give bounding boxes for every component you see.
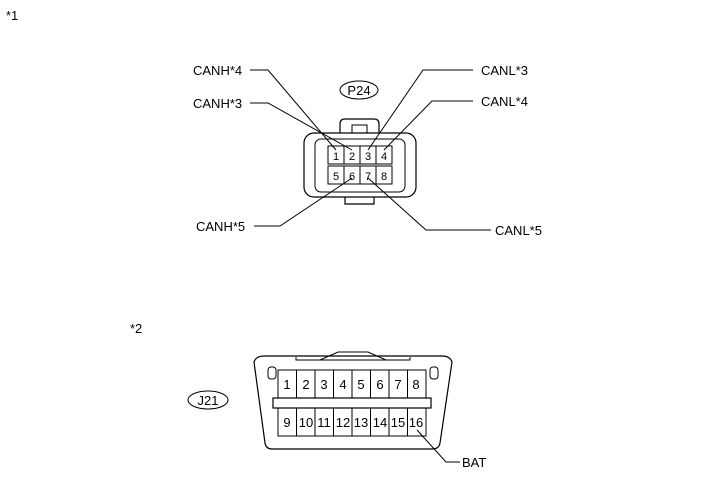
pin-number: 8 xyxy=(381,171,387,183)
connector-id-bubble-p24 xyxy=(339,80,379,100)
pin-cell xyxy=(375,145,393,165)
pin-number: 10 xyxy=(299,415,313,430)
pin-number: 5 xyxy=(333,171,339,183)
pin-number: 16 xyxy=(409,415,423,430)
key-ridge-j21 xyxy=(295,357,411,361)
label-bat: BAT xyxy=(462,455,486,470)
mount-hole-left xyxy=(267,366,277,380)
pin-number: 1 xyxy=(333,151,339,163)
pin-number: 3 xyxy=(320,377,327,392)
pin-number: 12 xyxy=(336,415,350,430)
label-canl4: CANL*4 xyxy=(481,94,528,109)
leader-line-canl5 xyxy=(367,177,491,231)
pin-number: 2 xyxy=(349,151,355,163)
leader-line-canh5 xyxy=(254,177,353,227)
label-canh5: CANH*5 xyxy=(196,219,245,234)
connector-id-bubble-j21 xyxy=(187,390,229,410)
latch-p24 xyxy=(339,118,380,134)
tab-p24 xyxy=(344,196,375,205)
pin-number: 7 xyxy=(394,377,401,392)
pin-number: 1 xyxy=(283,377,290,392)
connector-p24: P24 1 2 3 4 5 6 7 8 xyxy=(193,63,542,238)
pin-number: 14 xyxy=(373,415,387,430)
pin-number: 4 xyxy=(339,377,346,392)
pin-number: 5 xyxy=(357,377,364,392)
pin-number: 13 xyxy=(354,415,368,430)
leader-line-canl3 xyxy=(367,69,473,151)
leader-line-canh3 xyxy=(250,102,353,151)
housing-inner-p24 xyxy=(314,138,406,193)
label-canl5: CANL*5 xyxy=(495,223,542,238)
connector-id-p24: P24 xyxy=(347,83,370,98)
leader-line-canl4 xyxy=(383,100,473,151)
mount-hole-right xyxy=(429,366,439,380)
divider-bar-j21 xyxy=(272,397,432,409)
leader-line-bat xyxy=(416,429,460,463)
note-marker-2: *2 xyxy=(130,321,142,336)
connector-id-j21: J21 xyxy=(198,393,219,408)
pin-number: 6 xyxy=(349,171,355,183)
pin-number: 8 xyxy=(412,377,419,392)
note-marker-1: *1 xyxy=(6,8,18,23)
leader-line-canh4 xyxy=(250,69,337,151)
pin-number: 2 xyxy=(302,377,309,392)
label-canh3: CANH*3 xyxy=(193,96,242,111)
pin-number: 15 xyxy=(391,415,405,430)
pin-number: 11 xyxy=(317,415,331,430)
label-canl3: CANL*3 xyxy=(481,63,528,78)
housing-outer-p24 xyxy=(303,132,417,198)
key-notch-j21 xyxy=(319,351,387,361)
pin-number: 7 xyxy=(365,171,371,183)
connector-j21: 1 2 3 4 5 6 7 8 9 10 11 12 13 14 15 16 J… xyxy=(187,351,486,470)
pin-number: 4 xyxy=(381,151,387,163)
pin-number: 9 xyxy=(283,415,290,430)
label-canh4: CANH*4 xyxy=(193,63,242,78)
pin-number: 6 xyxy=(376,377,383,392)
pin-cell xyxy=(375,165,393,185)
pin-number: 3 xyxy=(365,151,371,163)
